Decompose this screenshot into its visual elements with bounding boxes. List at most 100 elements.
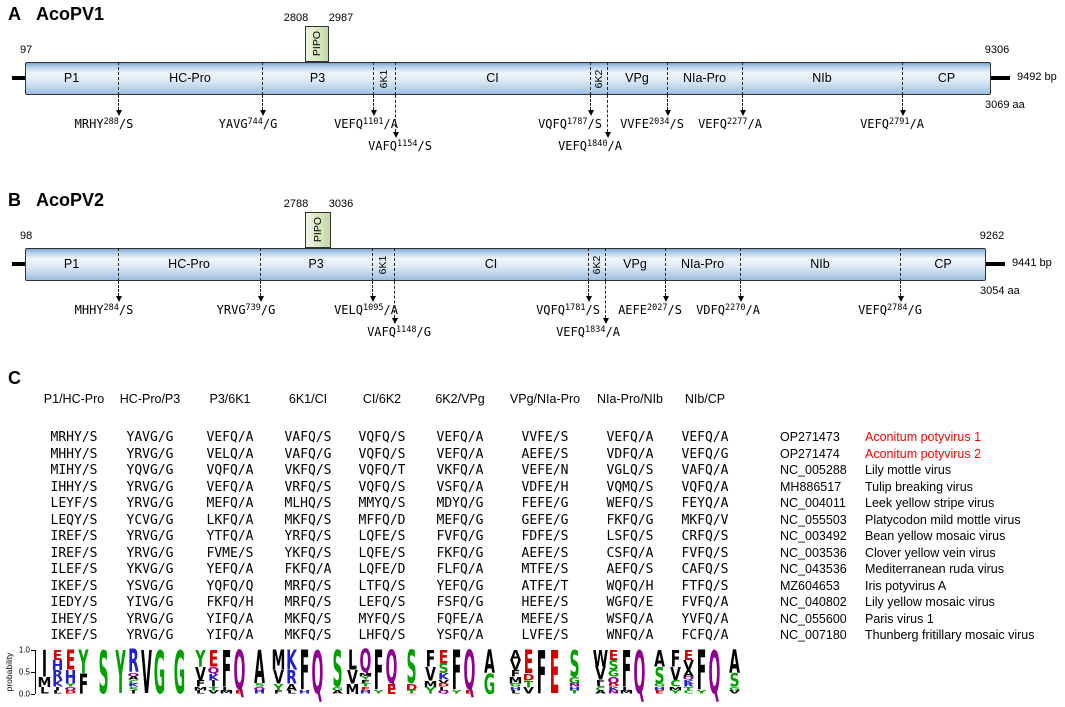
gene-label-6k1: 6K1 [378,69,390,88]
svg-text:A: A [683,668,694,679]
virus-name-cell: Thunberg fritillary mosaic virus [865,628,1035,642]
svg-text:M: M [620,690,634,695]
column-header: 6K1/CI [288,392,328,406]
cleavage-arrowhead [897,296,904,302]
gene-label-nib: NIb [810,257,830,271]
cleavage-arrowhead [392,132,399,138]
motif-cell: YQFQ/Q [206,578,254,594]
logo-letter-M: M [620,690,634,695]
cleavage-arrow [262,95,263,110]
logo-letter-A: A [128,676,140,681]
logo-letter-V: V [510,658,521,674]
logo-letter-A: A [683,668,694,679]
logo-letter-M: M [669,686,683,691]
svg-text:V: V [670,663,681,684]
motif-cell: YRVG/G [126,446,174,462]
svg-text:G: G [332,686,343,691]
motif-cell: CRFQ/S [681,529,729,544]
motif-cell: FKFQ/G [606,512,654,528]
logo-letter-G: G [484,670,495,701]
svg-text:M: M [346,682,360,698]
column-header: NIb/CP [684,392,726,406]
svg-text:M: M [194,686,208,691]
accession-cell: NC_055503 [780,512,847,527]
svg-text:Q: Q [254,686,266,691]
logo-letter-A: A [484,643,495,681]
axis-tick-mark [31,649,35,651]
virus-name-cell: Lily yellow mosaic virus [865,595,995,609]
svg-text:L: L [287,690,296,695]
logo-letter-W: W [593,647,609,672]
motif-cell: VAFQ/S [284,430,332,445]
svg-text:G: G [729,686,740,691]
svg-text:Q: Q [464,640,476,703]
logo-letter-S: S [98,639,108,707]
svg-text:S: S [406,641,416,694]
logo-letter-D: D [65,690,77,695]
motif-cell: VDFQ/A [606,446,654,462]
accession-cell: NC_004011 [780,496,846,510]
cleavage-arrow [667,95,668,110]
virus-name-cell: Lily mottle virus [865,463,952,477]
cleavage-arrow [605,281,606,318]
svg-text:G: G [654,683,665,688]
panel-c-letter: C [8,368,21,388]
logo-letter-K: K [52,678,64,689]
cleavage-arrow [588,281,589,296]
svg-text:V: V [438,679,450,684]
cleavage-arrowhead [737,296,744,302]
motif-cell: YRVG/G [126,628,174,643]
motif-cell: FLFQ/A [436,562,484,577]
logo-letter-T: T [407,690,418,695]
gene-label-p3: P3 [309,71,326,85]
cleavage-site-label: VDFQ2270/A [696,303,760,317]
virus-name-cell: Iris potyvirus A [865,578,947,593]
motif-cell: IKEF/S [50,578,98,594]
virus-name-cell: Bean yellow mosaic virus [865,529,1006,543]
logo-letter-Y: Y [195,647,206,672]
logo-letter-F: F [79,670,89,701]
svg-text:Q: Q [65,686,77,691]
logo-letter-R: R [286,667,297,688]
logo-letter-E: E [66,645,76,676]
cleavage-arrow [742,95,743,110]
motif-cell: LTFQ/S [358,578,406,594]
accession-cell: MZ604653 [780,578,840,593]
svg-text:D: D [523,672,535,683]
svg-text:T: T [570,690,581,695]
motif-cell: YEFQ/G [436,578,484,594]
logo-letter-Q: Q [464,640,476,703]
svg-text:E: E [53,648,63,664]
logo-letter-K: K [608,686,620,691]
svg-text:T: T [524,679,534,690]
logo-letter-E: E [439,646,449,667]
logo-letter-L: L [439,686,448,691]
genome-start-coord: 97 [20,44,33,56]
logo-letter-M: M [272,646,286,677]
cleavage-arrowhead [259,110,266,116]
logo-letter-S: S [406,641,416,694]
accession-cell: NC_043536 [780,562,847,576]
pipo-coord: 2987 [328,12,354,24]
svg-text:Y: Y [424,686,436,697]
motif-cell: LEQY/S [50,512,98,528]
svg-text:Y: Y [359,676,371,681]
motif-cell: ATFE/T [521,578,569,594]
motif-cell: VQFQ/S [358,446,406,462]
gene-boundary [372,248,373,281]
gene-label-6k2: 6K2 [592,69,605,88]
utr-line-right [991,76,1010,80]
logo-letter-S: S [254,683,264,688]
svg-text:V: V [683,658,694,674]
cleavage-arrow [590,95,591,110]
gene-boundary [118,248,119,281]
svg-text:A: A [484,643,495,681]
motif-cell: YRVG/G [126,496,174,511]
svg-text:H: H [65,666,77,687]
